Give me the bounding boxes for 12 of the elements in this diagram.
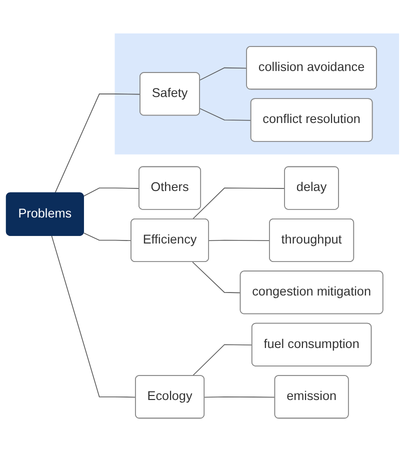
connector <box>192 262 242 294</box>
connector <box>192 344 253 376</box>
connector <box>192 188 286 220</box>
connector <box>200 67 248 80</box>
connector <box>51 235 136 398</box>
cluster <box>114 33 400 154</box>
connector <box>83 188 140 196</box>
connector <box>200 108 252 121</box>
connector <box>204 396 276 398</box>
connector <box>83 232 132 242</box>
connector <box>54 94 141 194</box>
connector <box>208 240 270 242</box>
